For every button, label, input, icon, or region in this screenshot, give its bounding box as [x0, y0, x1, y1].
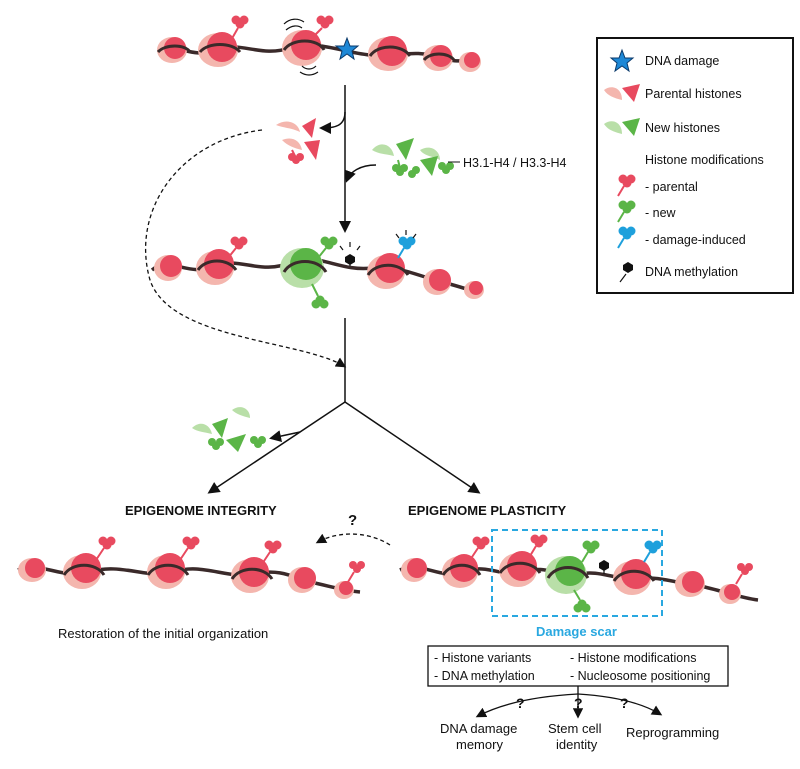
parental-mod-legend-icon — [617, 174, 636, 197]
parental-mark — [227, 236, 248, 259]
new-mark — [581, 540, 600, 563]
legend-dna-damage: DNA damage — [645, 54, 719, 68]
parental-histone-legend-icon — [604, 84, 640, 102]
parental-mark — [529, 534, 548, 557]
nucleosome — [719, 584, 741, 604]
nucleosome — [464, 281, 484, 299]
damage-scar-box — [491, 529, 663, 617]
integrity-heading: EPIGENOME INTEGRITY — [125, 503, 277, 518]
nucleosome — [422, 45, 456, 71]
dna-damage-star-icon — [334, 36, 360, 61]
nucleosome — [288, 567, 316, 593]
q-reprogramming: ? — [620, 695, 629, 711]
parental-mark — [347, 561, 365, 583]
plasticity-heading: EPIGENOME PLASTICITY — [408, 503, 567, 518]
dna-methylation-mark — [599, 560, 609, 574]
chromatin-repaired — [150, 230, 484, 309]
chromatin-plasticity — [399, 534, 759, 613]
legend-mod-damage: - damage-induced — [645, 233, 746, 247]
new-mod-legend-icon — [617, 200, 636, 223]
feature-dna-methylation: - DNA methylation — [434, 669, 535, 683]
feature-nucleosome-positioning: - Nucleosome positioning — [570, 669, 710, 683]
legend-mod-parental: - parental — [645, 180, 698, 194]
nucleosome — [282, 30, 326, 66]
evicted-new-histones — [192, 407, 266, 452]
legend-histone-modifications: Histone modifications — [645, 153, 764, 167]
restoration-caption: Restoration of the initial organization — [58, 626, 268, 641]
outcome-stem: Stem cell — [548, 721, 602, 736]
nucleosome-new — [545, 556, 590, 594]
nucleosome — [18, 558, 46, 582]
nucleosome — [146, 553, 190, 589]
legend-new-histones: New histones — [645, 121, 720, 135]
dna-methylation-mark — [339, 242, 361, 266]
chromatin-integrity — [17, 536, 365, 599]
legend-parental-histones: Parental histones — [645, 87, 742, 101]
nucleosome — [62, 553, 106, 589]
nucleosome — [459, 52, 481, 72]
nucleosome — [154, 255, 182, 281]
parental-mark — [95, 536, 116, 561]
nucleosome — [368, 36, 412, 71]
q-stem: ? — [574, 695, 583, 711]
outcome-memory-line2: memory — [456, 737, 503, 752]
parental-mark — [469, 536, 490, 561]
nucleosome — [366, 253, 410, 289]
outcome-reprogramming: Reprogramming — [626, 725, 719, 740]
nucleosome-new — [280, 248, 328, 288]
nucleosome — [675, 571, 705, 597]
feature-histone-modifications: - Histone modifications — [570, 651, 696, 665]
question-mark: ? — [348, 512, 357, 529]
feature-histone-variants: - Histone variants — [434, 651, 531, 665]
outcome-memory: DNA damage — [440, 721, 517, 736]
nucleosome — [441, 554, 482, 588]
parental-mark — [261, 540, 282, 565]
legend-mod-new: - new — [645, 206, 677, 220]
nucleosome — [198, 32, 242, 67]
nucleosome — [334, 581, 354, 599]
nucleosome — [612, 559, 656, 595]
released-parental-histones — [276, 118, 320, 164]
new-mark — [317, 236, 338, 259]
parental-mark — [179, 536, 200, 561]
nucleosome — [498, 551, 542, 587]
legend-box — [596, 37, 794, 294]
new-mark — [573, 589, 591, 613]
legend-dna-methylation: DNA methylation — [645, 265, 738, 279]
dna-methylation-legend-icon — [619, 262, 633, 283]
damage-mark — [395, 230, 417, 259]
legend: DNA damage Parental histones New histone… — [596, 37, 794, 294]
new-histone-legend-icon — [604, 118, 640, 136]
damage-mod-legend-icon — [617, 226, 636, 249]
damage-scar-label: Damage scar — [536, 624, 617, 639]
nucleosome — [156, 37, 192, 63]
outcome-stem-line2: identity — [556, 737, 598, 752]
nucleosome — [423, 269, 451, 295]
new-histones-cluster — [372, 138, 454, 178]
histone-variants-label: H3.1-H4 / H3.3-H4 — [463, 156, 567, 170]
new-mark — [311, 283, 329, 309]
parental-mark — [229, 15, 249, 43]
parental-mark — [311, 15, 334, 39]
nucleosome — [196, 249, 238, 285]
chromatin-damaged — [156, 15, 481, 76]
damage-mark — [643, 540, 662, 563]
parental-mark — [735, 563, 753, 585]
nucleosome — [230, 557, 274, 593]
q-memory: ? — [516, 695, 525, 711]
dna-damage-legend-icon — [609, 48, 635, 73]
nucleosome — [401, 558, 427, 582]
recycling-dashed-arrow — [145, 129, 347, 368]
